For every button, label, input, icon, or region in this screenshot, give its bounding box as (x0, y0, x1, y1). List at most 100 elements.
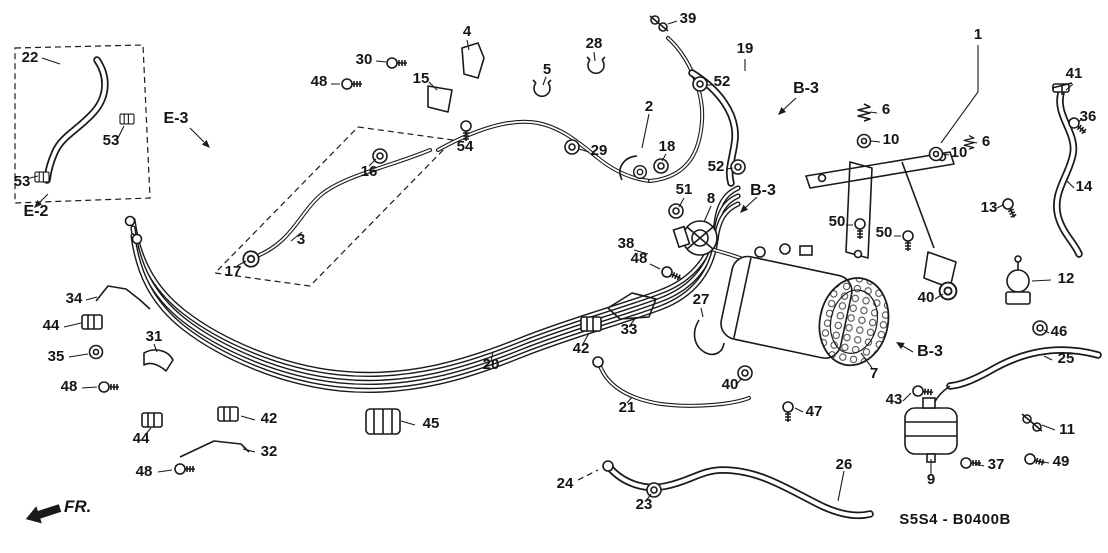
part-label-10: 10 (883, 131, 900, 148)
canister-honeycomb-face (818, 277, 890, 367)
hose-19-core (690, 71, 738, 185)
fr-arrow-icon (25, 504, 62, 524)
part-label-42: 42 (573, 340, 590, 357)
purge-valve-unit (1005, 255, 1031, 305)
part-label-40: 40 (722, 376, 739, 393)
part-label-34: 34 (66, 290, 83, 307)
hose-22-core (45, 58, 107, 182)
b3-arrowhead (778, 107, 786, 115)
bracket-32 (179, 440, 250, 458)
part-label-32: 32 (261, 443, 278, 460)
part-label-52: 52 (708, 158, 725, 175)
part-label-37: 37 (988, 456, 1005, 473)
part-label-38: 38 (618, 235, 635, 252)
section-label-e2: E-2 (24, 203, 49, 220)
grommet-icon (928, 146, 944, 162)
part-label-21: 21 (619, 399, 636, 416)
section-label-b3: B-3 (750, 182, 776, 199)
clamp-icon (586, 56, 606, 75)
bracket-33 (607, 292, 657, 320)
bolt-hole (817, 173, 827, 183)
ring-fitting-icon (646, 482, 662, 498)
part-labels: 1 2 3 4 5 6 6 7 8 9 10 10 11 12 13 14 15… (14, 10, 1097, 513)
part-label-26: 26 (836, 456, 853, 473)
clip-icon (580, 316, 602, 332)
part-label-53: 53 (103, 132, 120, 149)
part-label-6: 6 (882, 101, 890, 118)
canister-end-cap (733, 257, 752, 339)
section-arrows (34, 97, 914, 353)
part-label-10: 10 (951, 144, 968, 161)
filter-bands (905, 421, 957, 437)
part-label-11: 11 (1059, 421, 1075, 438)
spring-icon (857, 103, 871, 122)
bolt-icon (174, 463, 196, 475)
fuel-pump-unit (672, 220, 718, 256)
bolt-hole (853, 249, 863, 259)
hose-24-end-fitting (602, 460, 614, 472)
evap-canister-assembly (720, 243, 890, 367)
elbow-fitting-2 (619, 155, 638, 181)
clamp-11 (1021, 413, 1043, 432)
hoses (43, 56, 1102, 520)
part-label-31: 31 (146, 328, 163, 345)
part-label-48: 48 (311, 73, 328, 90)
canister-port (779, 243, 791, 255)
ring-fitting-icon (372, 148, 388, 164)
part-label-20: 20 (483, 356, 500, 373)
section-label-e3: E-3 (164, 110, 189, 127)
part-label-14: 14 (1076, 178, 1093, 195)
part-label-6: 6 (982, 133, 990, 150)
ring-fitting-icon (692, 76, 708, 92)
upper-pipe-core (437, 120, 651, 182)
pipe-end-fitting (124, 215, 136, 227)
section-label-b3: B-3 (917, 343, 943, 360)
b3-arrow-line (900, 344, 914, 353)
pipe-21-nut (592, 356, 604, 368)
clip-icon (119, 113, 135, 125)
bracket-15 (427, 85, 453, 113)
e3-boundary (213, 126, 455, 287)
part-label-43: 43 (886, 391, 903, 408)
part-label-44: 44 (133, 430, 150, 447)
bracket-brace (901, 161, 935, 249)
clamp-icon (532, 79, 552, 98)
part-label-54: 54 (457, 138, 474, 155)
part-label-18: 18 (659, 138, 676, 155)
grommet-icon (856, 133, 872, 149)
hose-14-core (1054, 91, 1081, 256)
grommet-icon (88, 344, 104, 360)
ring-fitting-icon (938, 281, 958, 301)
part-label-48: 48 (631, 250, 648, 267)
part-label-29: 29 (591, 142, 608, 159)
part-label-13: 13 (981, 199, 998, 216)
part-label-52: 52 (714, 73, 731, 90)
ring-fitting-icon (1032, 320, 1048, 336)
hose-24-bracket (577, 469, 599, 481)
dashed-boundaries (14, 44, 599, 481)
strap-31 (143, 349, 174, 372)
bracket-rail (805, 151, 955, 189)
bolt-icon (1023, 452, 1047, 469)
fr-indicator: FR. (25, 497, 91, 524)
hose-22-outline (43, 56, 109, 184)
bracket-41 (1051, 82, 1073, 95)
part-label-30: 30 (356, 51, 373, 68)
part-label-48: 48 (61, 378, 78, 395)
vent-pipe-core (649, 37, 704, 182)
ring-fitting-icon (632, 164, 648, 180)
part-label-22: 22 (22, 49, 39, 66)
part-label-49: 49 (1053, 453, 1070, 470)
bolt-icon (386, 57, 408, 69)
part-label-16: 16 (361, 163, 378, 180)
part-label-4: 4 (463, 23, 472, 40)
clip-icon (34, 171, 50, 183)
part-label-45: 45 (423, 415, 440, 432)
e3-arrowhead (202, 140, 210, 148)
hose-22-boundary (14, 44, 151, 204)
part-label-28: 28 (586, 35, 603, 52)
clip-icon (81, 314, 103, 330)
part-label-25: 25 (1058, 350, 1075, 367)
part-label-42: 42 (261, 410, 278, 427)
